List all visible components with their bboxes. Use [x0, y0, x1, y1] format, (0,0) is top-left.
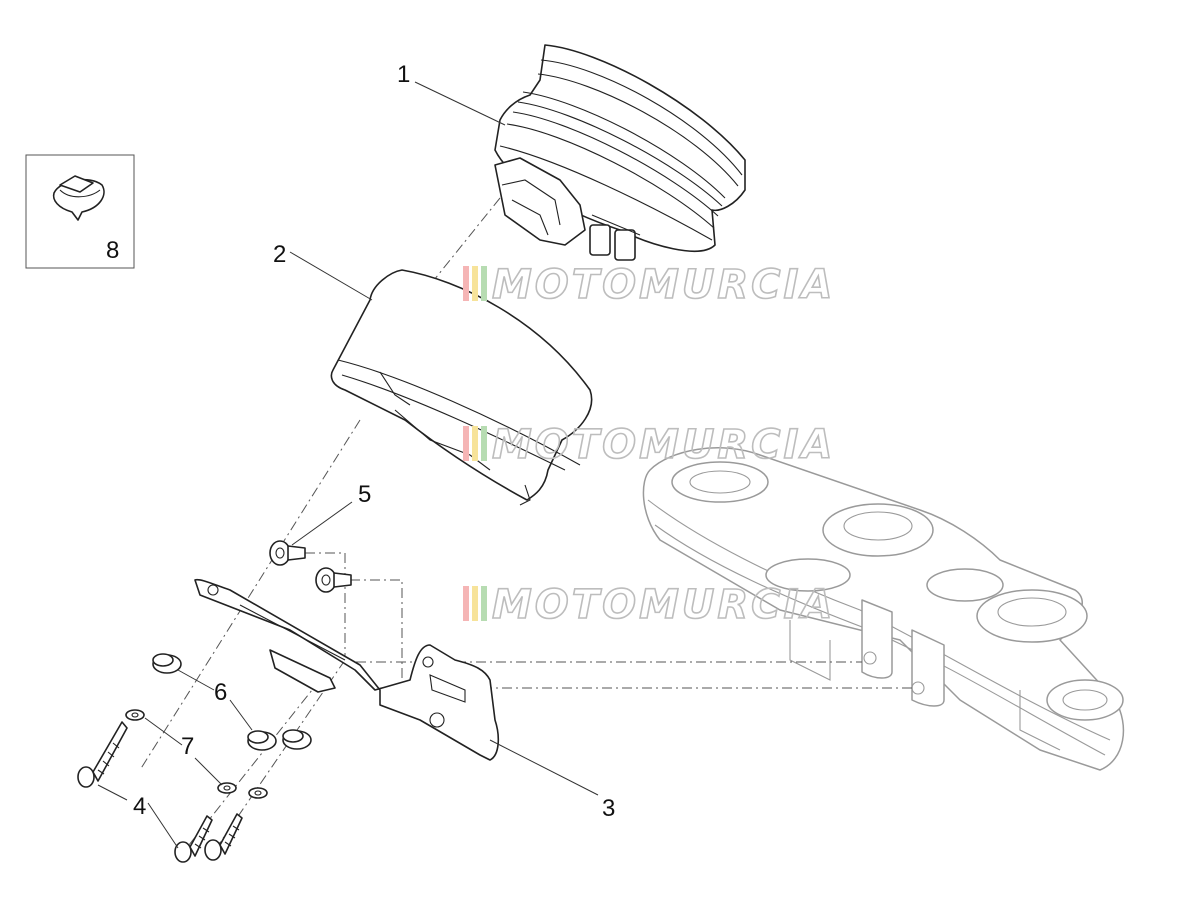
mounting-bracket-part-3: [194, 578, 500, 761]
watermark-stripe-yellow: [472, 266, 478, 301]
watermark-text: MOTOMURCIA: [492, 422, 835, 468]
callout-1: 1: [397, 61, 410, 88]
callout-5: 5: [358, 481, 371, 508]
watermark-stripe-red: [463, 586, 469, 621]
watermark-stripe-red: [463, 266, 469, 301]
grommets-part-6: [152, 653, 312, 751]
watermark-text: MOTOMURCIA: [492, 262, 835, 308]
callout-6: 6: [214, 679, 227, 706]
watermark-stripe-yellow: [472, 426, 478, 461]
bolts-part-5: [269, 540, 352, 593]
watermark-top: MOTOMURCIA: [463, 261, 835, 309]
leader-lines: [97, 81, 599, 849]
watermark-bottom: MOTOMURCIA: [463, 581, 835, 629]
callout-3: 3: [602, 795, 615, 822]
watermark-stripe-green: [481, 586, 487, 621]
screws-part-4: [77, 721, 243, 863]
callout-2: 2: [273, 241, 286, 268]
housing-cover-part-2: [330, 269, 593, 506]
watermark-stripe-green: [481, 426, 487, 461]
watermark-stripe-green: [481, 266, 487, 301]
watermark-text: MOTOMURCIA: [492, 582, 835, 628]
callout-8: 8: [106, 237, 119, 264]
watermark-middle: MOTOMURCIA: [463, 421, 835, 469]
watermark-stripe-red: [463, 426, 469, 461]
callout-7: 7: [181, 733, 194, 760]
inset-box-part-8: [25, 154, 135, 269]
callout-labels: 1 2 3 4 5 6 7 8: [106, 61, 615, 822]
watermark-stripe-yellow: [472, 586, 478, 621]
instrument-cluster-part-1: [494, 44, 746, 261]
washers-part-7: [125, 709, 268, 799]
callout-4: 4: [133, 793, 146, 820]
triple-clamp-ghost: [642, 447, 1125, 771]
